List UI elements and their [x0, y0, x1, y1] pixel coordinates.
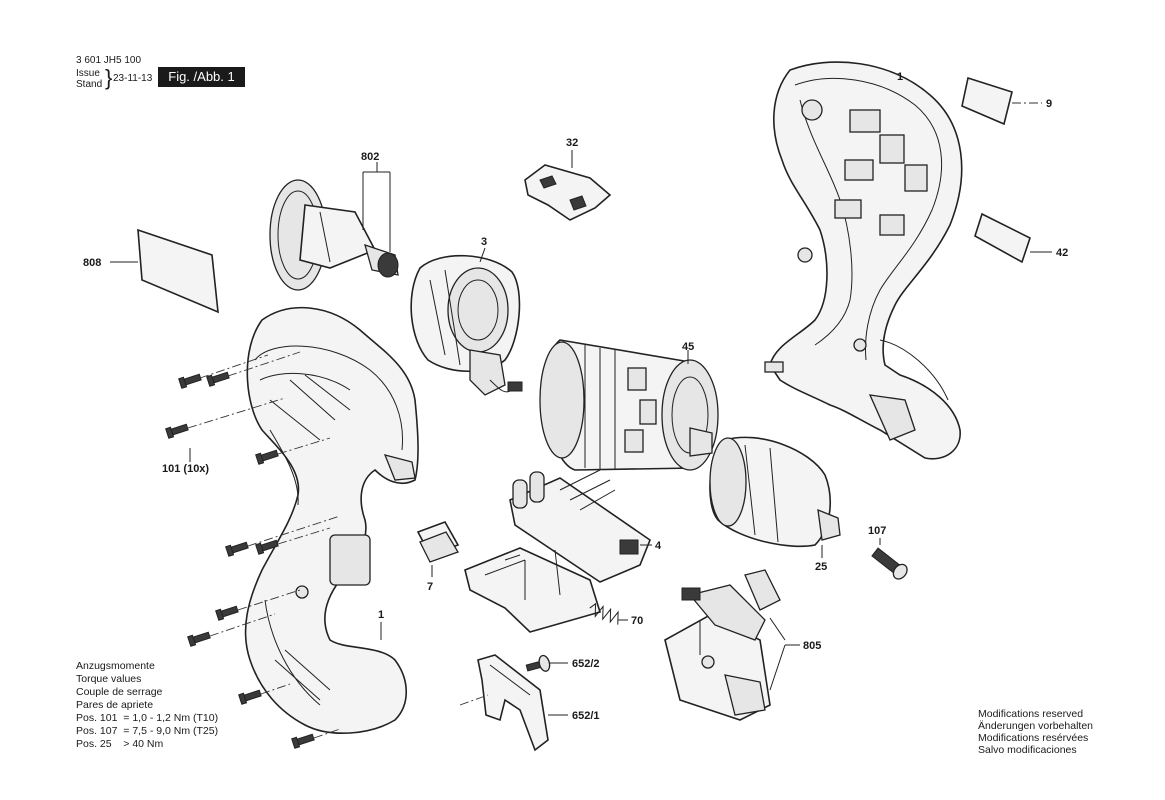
brace: }	[105, 65, 113, 90]
part-label-805: 805	[803, 640, 821, 652]
modifications-notice: Modifications reserved Änderungen vorbeh…	[978, 708, 1093, 756]
part-label-42: 42	[1056, 247, 1068, 259]
modification-line: Modifications reserved	[978, 708, 1084, 720]
part-label-1-bottom: 1	[378, 609, 384, 621]
part-label-802: 802	[361, 151, 379, 163]
part-label-25: 25	[815, 561, 827, 573]
chuck-25	[709, 436, 841, 558]
motor-armature-802	[269, 162, 399, 291]
screw	[215, 605, 239, 621]
torque-line: Pares de apriete	[76, 699, 154, 711]
issue-label: Issue	[76, 68, 100, 79]
doc-number: 3 601 JH5 100	[76, 55, 142, 66]
part-label-4: 4	[655, 540, 662, 552]
figure-label: Fig. /Abb. 1	[158, 67, 245, 87]
stator-3	[410, 247, 523, 396]
part-label-7: 7	[427, 581, 433, 593]
switch-805	[664, 569, 800, 721]
torque-line: Pos. 101 = 1,0 - 1,2 Nm (T10)	[76, 712, 219, 724]
screw	[165, 423, 189, 439]
torque-line: Pos. 25 > 40 Nm	[76, 738, 164, 750]
electronics-module-4	[464, 469, 652, 633]
screw	[225, 541, 249, 557]
screw-107	[871, 538, 908, 580]
part-label-3: 3	[481, 236, 487, 248]
screws-101	[165, 351, 341, 749]
screw	[291, 733, 315, 749]
screw	[206, 371, 230, 387]
screw-652-2	[525, 654, 568, 672]
part-label-808: 808	[83, 257, 101, 269]
part-label-107: 107	[868, 525, 886, 537]
torque-line: Torque values	[76, 673, 142, 685]
torque-line: Anzugsmomente	[76, 660, 155, 672]
label-9	[961, 76, 1042, 126]
issue-date: 23-11-13	[113, 73, 153, 84]
part-label-9: 9	[1046, 98, 1052, 110]
housing-right-half	[764, 61, 963, 460]
spring-70	[589, 602, 628, 625]
part-label-652-1: 652/1	[572, 710, 600, 722]
torque-line: Pos. 107 = 7,5 - 9,0 Nm (T25)	[76, 725, 219, 737]
modification-line: Änderungen vorbehalten	[978, 720, 1094, 732]
torque-notes: Anzugsmomente Torque values Couple de se…	[76, 660, 218, 751]
part-label-45: 45	[682, 341, 694, 353]
stand-label: Stand	[76, 79, 103, 90]
housing-left-half	[244, 306, 419, 734]
part-label-101: 101 (10x)	[162, 463, 209, 475]
modification-line: Salvo modificaciones	[978, 744, 1077, 756]
label-42	[974, 212, 1052, 264]
screw	[255, 449, 279, 465]
part-label-652-2: 652/2	[572, 658, 600, 670]
switch-slider-32	[524, 150, 612, 221]
part-label-32: 32	[566, 137, 578, 149]
pad-7	[416, 521, 460, 577]
part-label-70: 70	[631, 615, 643, 627]
modification-line: Modifications resérvées	[978, 732, 1089, 744]
screw	[238, 689, 262, 705]
torque-line: Couple de serrage	[76, 686, 163, 698]
gearbox-45	[539, 339, 719, 471]
label-808	[110, 228, 219, 314]
screw	[178, 373, 202, 389]
part-label-1-top: 1	[897, 71, 903, 83]
belt-clip-652-1	[459, 654, 568, 752]
screw	[187, 631, 211, 647]
screw	[255, 539, 279, 555]
